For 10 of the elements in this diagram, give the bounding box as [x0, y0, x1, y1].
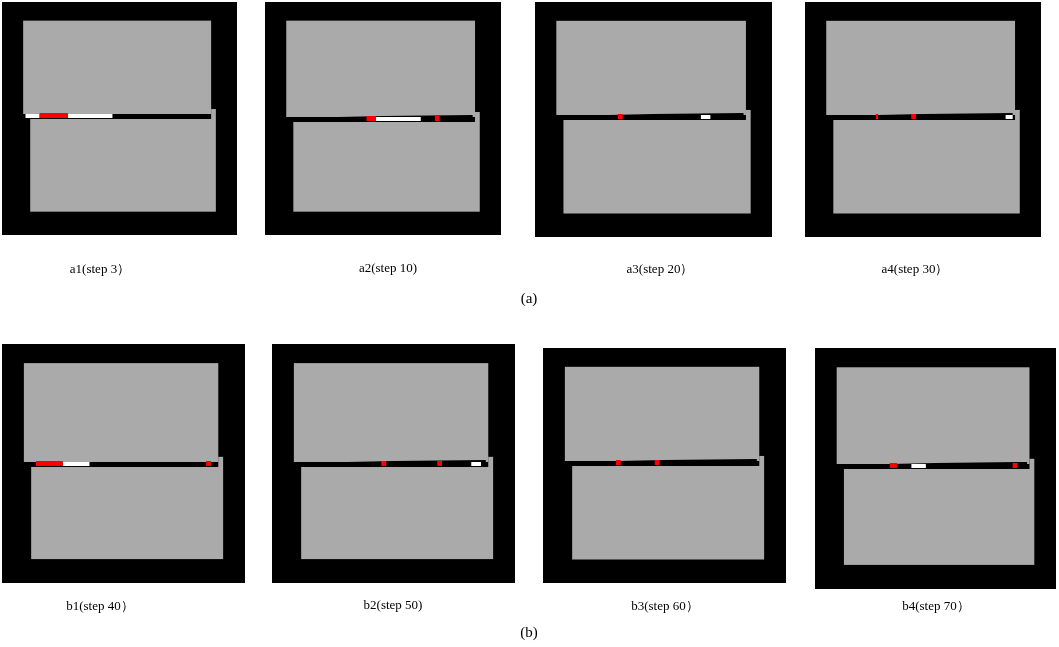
panel-caption: a3(step 20） [626, 260, 694, 278]
subfigure-label: (a) [520, 290, 538, 307]
panel-caption: b1(step 40） [66, 597, 134, 615]
panel-caption: a2(step 10) [358, 260, 418, 276]
panel-caption: a4(step 30） [881, 260, 949, 278]
panel-caption: a1(step 3） [69, 260, 131, 278]
subfigure-label: (b) [520, 624, 538, 641]
panel-caption: b2(step 50) [363, 597, 423, 613]
panel-caption: b4(step 70） [902, 597, 970, 615]
panel-caption: b3(step 60） [631, 597, 699, 615]
